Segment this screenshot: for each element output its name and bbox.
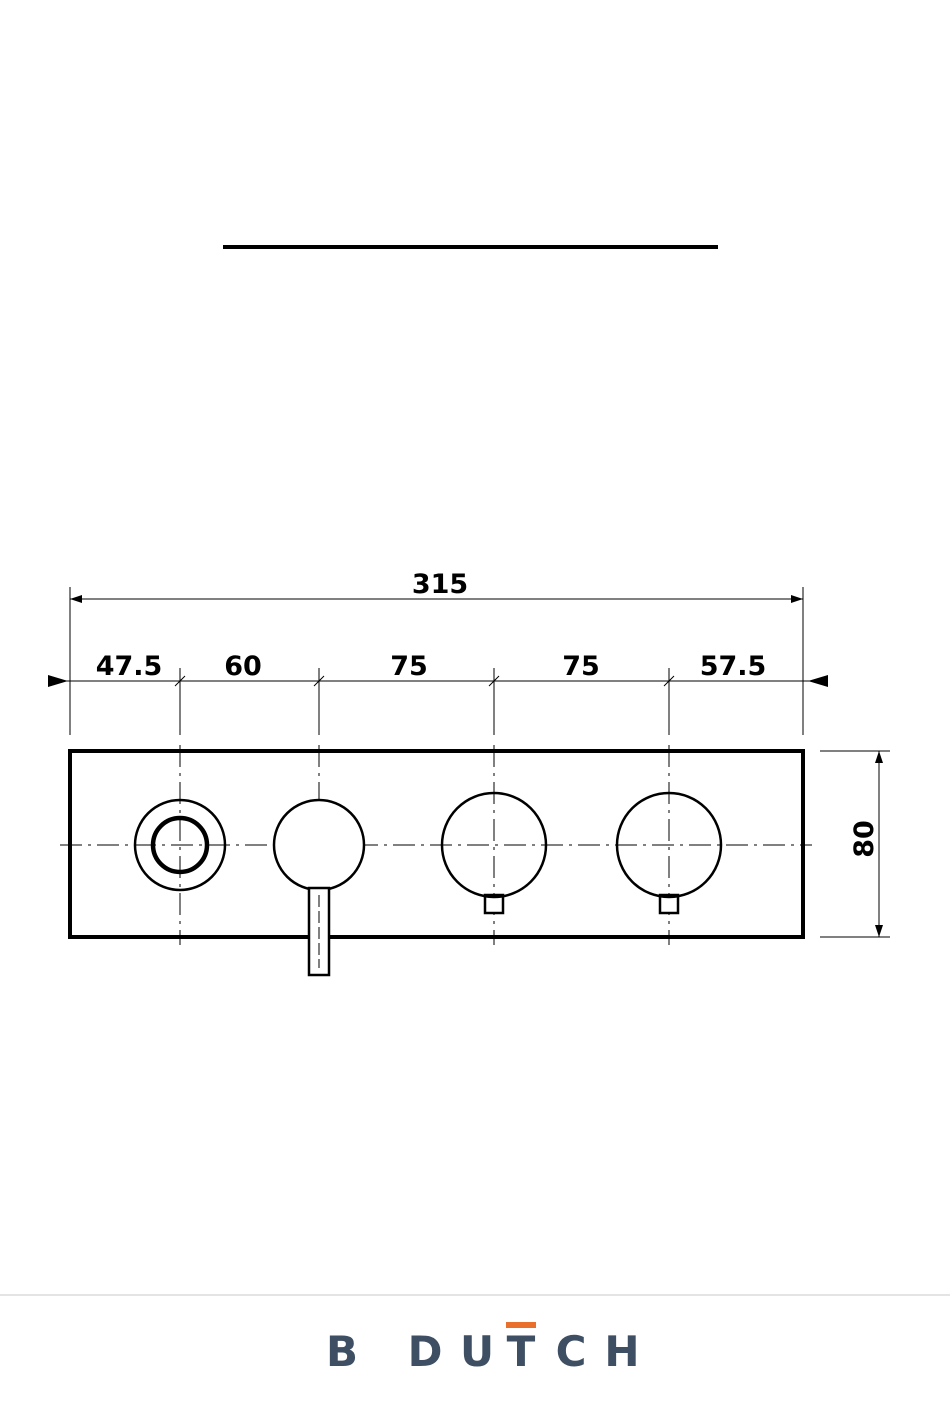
dim-segment-1: 47.5 xyxy=(96,651,163,682)
logo-letter-c: C xyxy=(556,1327,587,1376)
bdutch-logo: B D U T C H xyxy=(326,1322,640,1376)
mixer-lever xyxy=(274,800,364,975)
logo-letter-u: U xyxy=(460,1327,494,1376)
dim-overall-label: 315 xyxy=(412,569,468,600)
logo-letter-b: B xyxy=(326,1327,358,1376)
logo-letter-t: T xyxy=(507,1327,536,1376)
center-lines xyxy=(60,745,812,945)
height-dimension: 80 xyxy=(820,751,890,937)
chain-dimension: 47.5 60 75 75 57.5 xyxy=(48,651,828,735)
dim-segment-2: 60 xyxy=(224,651,262,682)
logo-letter-d: D xyxy=(408,1327,443,1376)
logo-accent-bar xyxy=(506,1322,536,1328)
dim-segment-3: 75 xyxy=(390,651,428,682)
dim-segment-5: 57.5 xyxy=(700,651,767,682)
logo-letter-h: H xyxy=(604,1327,639,1376)
dim-segment-4: 75 xyxy=(562,651,600,682)
dim-height-label: 80 xyxy=(849,820,880,858)
